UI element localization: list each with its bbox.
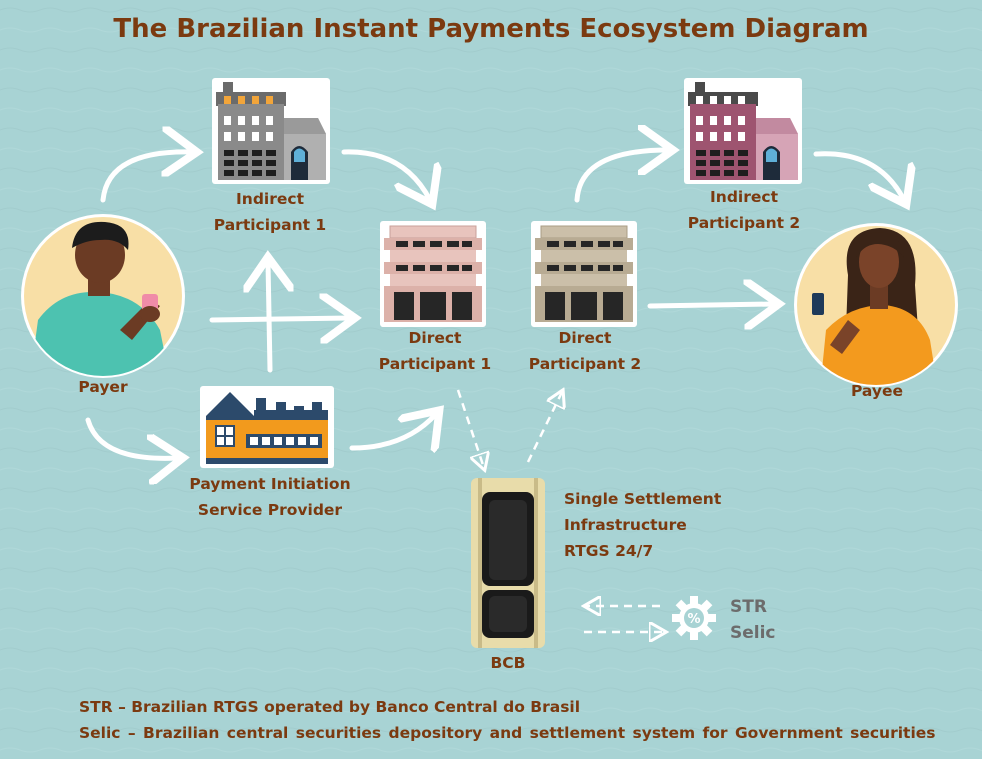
arrow-payer-to-pisp	[85, 417, 178, 458]
arrow-indirect-1-to-direct-1	[341, 149, 430, 200]
payer-label: Payer	[78, 378, 128, 396]
indirect-participant-2-icon	[684, 78, 802, 184]
payer-avatar	[21, 214, 185, 378]
indirect-participant-1-label: Indirect Participant 1	[213, 190, 327, 234]
footnote-str: STR – Brazilian RTGS operated by Banco C…	[79, 698, 581, 716]
dashed-arrows	[456, 389, 664, 632]
direct-participant-1-label: Direct Participant 1	[378, 329, 492, 373]
arrow-direct-2-to-payee	[647, 304, 774, 306]
footnote-selic: Selic – Brazilian central securities dep…	[79, 724, 936, 742]
arrow-direct-1-to-bcb	[456, 389, 484, 468]
bcb-settlement-icon	[471, 478, 545, 648]
flow-arrows	[85, 149, 904, 458]
payment-initiation-service-provider-icon	[200, 386, 334, 468]
arrow-bcb-to-direct-2	[526, 392, 562, 463]
indirect-participant-1-icon	[212, 78, 330, 184]
payee-label: Payee	[850, 382, 904, 400]
direct-participant-2-icon	[531, 221, 637, 327]
arrow-payer-to-indirect-1	[100, 152, 192, 203]
svg-text:%: %	[687, 612, 700, 627]
arrow-pisp-to-direct-1	[349, 414, 436, 448]
arrow-payer-to-direct-1	[209, 318, 350, 320]
str-selic-label: STR Selic	[730, 597, 776, 643]
arrow-direct-2-to-indirect-2	[574, 150, 668, 203]
arrow-pisp-to-indirect-1	[268, 262, 270, 373]
direct-participant-2-label: Direct Participant 2	[528, 329, 642, 373]
arrow-indirect-2-to-payee	[813, 151, 904, 200]
indirect-participant-2-label: Indirect Participant 2	[687, 188, 801, 232]
payee-avatar	[794, 223, 958, 387]
settlement-label: Single Settlement Infrastructure RTGS 24…	[564, 490, 722, 560]
direct-participant-1-icon	[380, 221, 486, 327]
pisp-label: Payment Initiation Service Provider	[189, 475, 351, 519]
gear-percent-icon: %	[672, 596, 716, 640]
diagram-title: The Brazilian Instant Payments Ecosystem…	[113, 14, 869, 44]
bcb-label: BCB	[490, 654, 526, 672]
